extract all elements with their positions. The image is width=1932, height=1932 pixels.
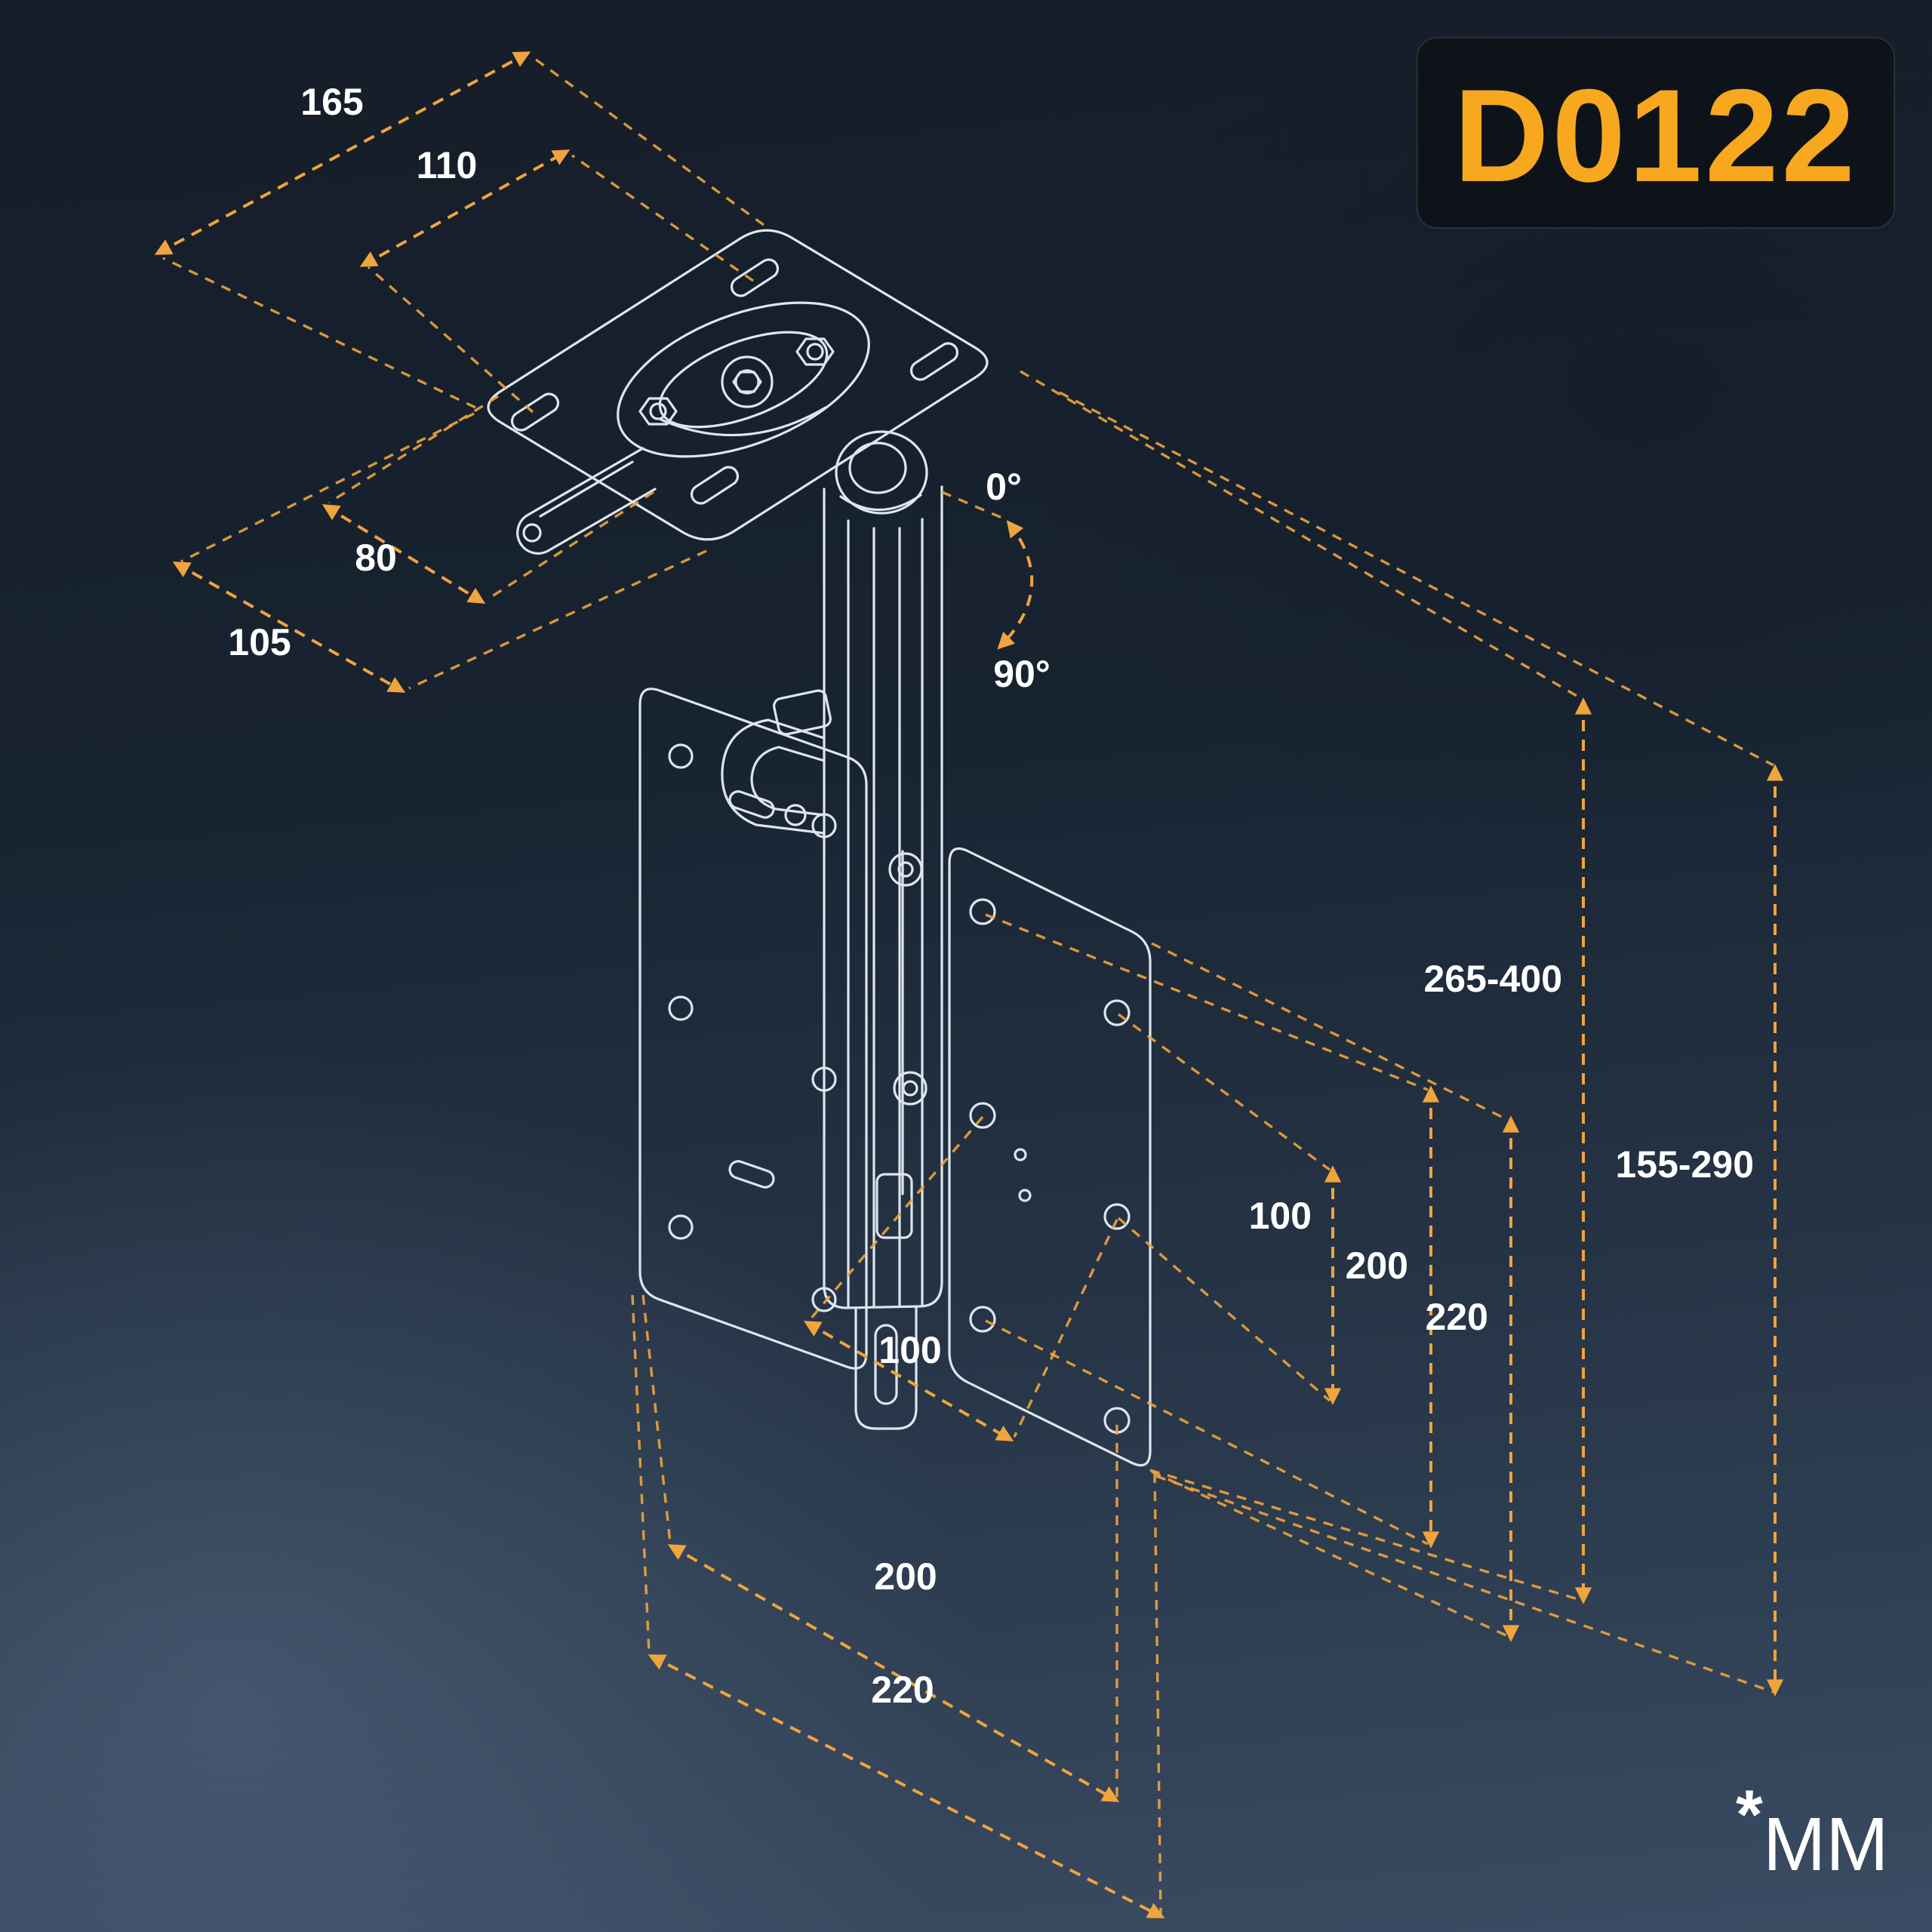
- extension-line: [532, 56, 764, 226]
- extension-line: [408, 549, 707, 690]
- dim-label-bracket-offset: 80: [355, 537, 397, 579]
- extension-line: [328, 395, 499, 504]
- fold-bracket: [516, 447, 657, 555]
- units-note-star: *: [1736, 1777, 1763, 1854]
- extension-line: [985, 913, 1429, 1091]
- extension-line: [1149, 1469, 1581, 1601]
- hinge-joint: [835, 430, 928, 515]
- extension-line: [180, 412, 475, 563]
- extension-line: [808, 1115, 984, 1322]
- dim-arrow-plate-width: [172, 561, 406, 693]
- dimension-arrows: [154, 51, 1784, 1918]
- extension-line: [1117, 1013, 1331, 1171]
- dim-label-plate-length: 165: [300, 81, 363, 123]
- dim-label-vesa-h200: 200: [874, 1555, 937, 1598]
- extension-line: [631, 1294, 651, 1654]
- dim-arrow-vesa-h100: [803, 1321, 1014, 1441]
- extension-line: [941, 491, 1006, 521]
- dim-arrow-width-220: [648, 1654, 1165, 1918]
- extension-line: [1151, 1470, 1509, 1638]
- ceiling-plate-slots: [510, 258, 959, 505]
- hex-nut: [795, 337, 835, 366]
- extension-line: [367, 266, 534, 414]
- swivel-assembly: [617, 301, 870, 458]
- dim-label-plate-width: 105: [228, 621, 291, 663]
- dim-label-fold-angle-min: 0°: [986, 466, 1022, 508]
- units-note-label: MM: [1763, 1802, 1889, 1887]
- mount-drawing: [487, 229, 1152, 1467]
- dim-label-vesa-h100: 100: [878, 1329, 941, 1371]
- model-badge-text: D0122: [1454, 63, 1858, 210]
- dim-arrow-fold-angle: [997, 520, 1034, 650]
- dimension-labels: 165 110 80 105 0° 90° 265-400 155-290 10…: [228, 81, 1754, 1711]
- extension-line: [487, 491, 654, 601]
- model-badge-background: [1417, 37, 1895, 229]
- dim-label-extended-height: 265-400: [1424, 958, 1563, 1000]
- clamp-hook: [721, 689, 832, 835]
- units-note: * MM: [1736, 1777, 1889, 1887]
- extension-line: [1153, 1472, 1162, 1915]
- dim-arrow-bracket-offset: [321, 504, 486, 604]
- dim-label-fold-angle-max: 90°: [993, 653, 1051, 695]
- dim-label-folded-height: 155-290: [1616, 1143, 1755, 1186]
- extension-line: [1020, 370, 1583, 700]
- extension-line: [571, 154, 754, 282]
- hex-nut: [638, 397, 678, 426]
- model-badge: D0122: [1417, 37, 1895, 229]
- dim-label-vesa-v100: 100: [1249, 1195, 1312, 1237]
- slider-bracket: [875, 850, 928, 1239]
- hex-nut: [732, 371, 762, 393]
- dim-label-vesa-v200: 200: [1346, 1244, 1408, 1287]
- extension-line: [1059, 391, 1774, 767]
- extension-line: [1155, 1475, 1774, 1694]
- extension-line: [162, 257, 476, 409]
- front-vesa-plate: [948, 847, 1152, 1467]
- dim-label-width-220: 220: [871, 1669, 934, 1711]
- dim-label-slot-spacing: 110: [417, 144, 478, 186]
- extension-line: [1013, 1219, 1118, 1438]
- extension-line: [641, 1294, 672, 1543]
- ceiling-plate: [487, 229, 989, 541]
- extension-line: [1151, 942, 1509, 1121]
- dim-label-height-220: 220: [1426, 1296, 1488, 1338]
- telescopic-arm: [823, 485, 943, 1430]
